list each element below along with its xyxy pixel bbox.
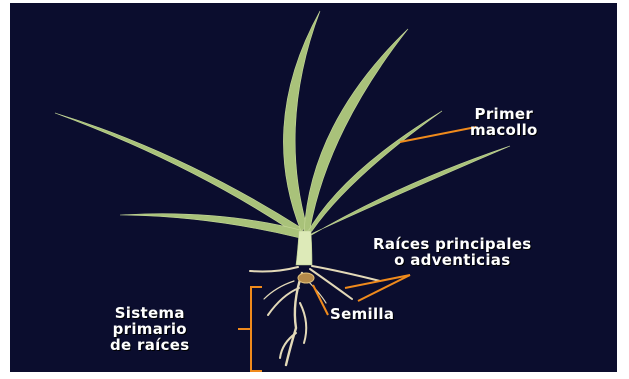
label-adventitious-roots: Raíces principales o adventicias bbox=[373, 236, 532, 268]
primary-root-main bbox=[286, 273, 302, 365]
primary-root-fine-1 bbox=[264, 281, 294, 299]
label-first-tiller: Primer macollo bbox=[470, 106, 538, 138]
pointer-tiller bbox=[400, 127, 476, 142]
pointer-adventitious-1 bbox=[345, 275, 410, 288]
adventitious-root-left bbox=[250, 267, 298, 272]
leaf-upper-right bbox=[304, 29, 408, 233]
pointer-adventitious-2 bbox=[358, 275, 410, 301]
label-seed: Semilla bbox=[330, 306, 394, 322]
leaves bbox=[55, 11, 510, 238]
primary-root-branch-2 bbox=[300, 303, 306, 343]
seed bbox=[298, 273, 314, 283]
label-primary-root-system: Sistema primario de raíces bbox=[110, 305, 190, 353]
bracket-primary-roots bbox=[251, 287, 262, 371]
leaf-tiller-primary bbox=[306, 111, 442, 235]
stem bbox=[296, 231, 312, 265]
plant-illustration bbox=[10, 3, 617, 372]
pointer-seed bbox=[313, 285, 328, 315]
diagram-frame: Primer macollo Raíces principales o adve… bbox=[10, 3, 617, 372]
